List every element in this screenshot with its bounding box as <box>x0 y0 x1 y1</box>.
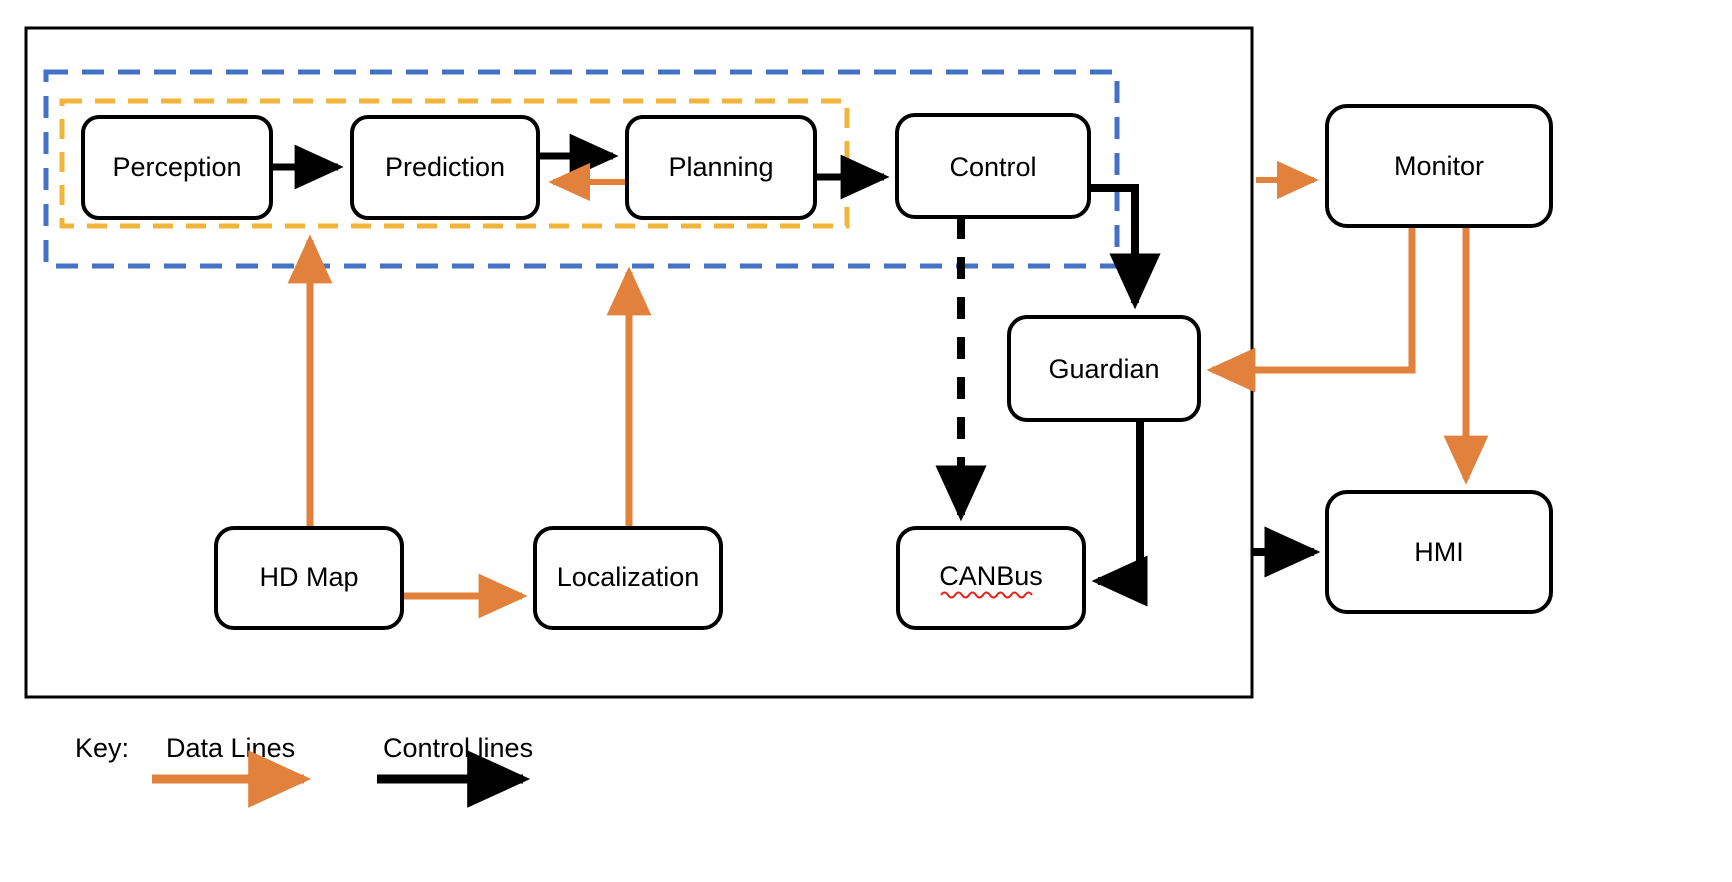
node-planning-label: Planning <box>668 152 773 182</box>
yellow-dashed-group <box>59 98 850 229</box>
node-hmi-box[interactable] <box>1325 490 1553 614</box>
key-control-lines-label: Control lines <box>383 733 533 763</box>
node-guardian-box[interactable] <box>1007 315 1201 422</box>
node-monitor-label: Monitor <box>1394 151 1484 181</box>
node-planning-box[interactable] <box>625 115 817 220</box>
edge-monitor-to-guardian <box>1206 226 1416 393</box>
node-hd-map-label: HD Map <box>259 562 358 592</box>
node-hmi-label: HMI <box>1414 537 1464 567</box>
blue-dashed-group <box>43 69 1120 269</box>
node-control[interactable]: Control <box>895 113 1091 219</box>
node-control-box[interactable] <box>895 113 1091 219</box>
node-guardian[interactable]: Guardian <box>1007 315 1201 422</box>
node-localization-label: Localization <box>557 562 700 592</box>
node-planning[interactable]: Planning <box>625 115 817 220</box>
node-localization[interactable]: Localization <box>533 526 723 630</box>
node-prediction[interactable]: Prediction <box>350 115 540 220</box>
key-title: Key: <box>75 733 129 763</box>
spellcheck-underline-icon <box>940 591 1033 599</box>
node-canbus[interactable]: CANBus <box>896 526 1086 630</box>
node-hd-map-box[interactable] <box>214 526 404 630</box>
node-perception[interactable]: Perception <box>81 115 273 220</box>
key-data-lines-label: Data Lines <box>166 733 295 763</box>
node-perception-box[interactable] <box>81 115 273 220</box>
node-control-label: Control <box>949 152 1036 182</box>
node-localization-box[interactable] <box>533 526 723 630</box>
node-perception-label: Perception <box>112 152 241 182</box>
node-monitor[interactable]: Monitor <box>1325 104 1553 228</box>
node-canbus-label: CANBus <box>939 561 1043 591</box>
node-monitor-box[interactable] <box>1325 104 1553 228</box>
node-hd-map[interactable]: HD Map <box>214 526 404 630</box>
edge-guardian-to-canbus <box>1091 420 1148 607</box>
node-hmi[interactable]: HMI <box>1325 490 1553 614</box>
node-prediction-box[interactable] <box>350 115 540 220</box>
edge-control-to-guardian <box>1089 184 1161 310</box>
node-canbus-box[interactable] <box>896 526 1086 630</box>
node-guardian-label: Guardian <box>1048 354 1159 384</box>
node-prediction-label: Prediction <box>385 152 505 182</box>
